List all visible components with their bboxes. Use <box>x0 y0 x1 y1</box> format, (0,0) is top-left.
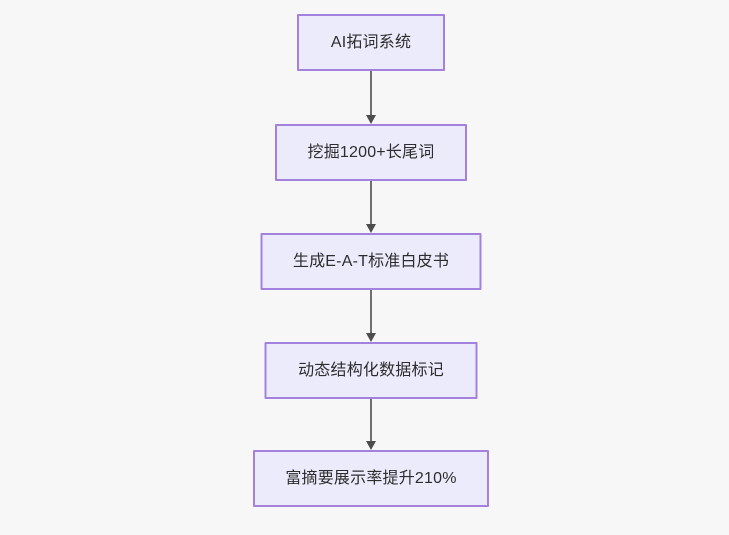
flow-edge <box>365 290 377 342</box>
flow-edge-line <box>370 399 372 442</box>
arrowhead-down-icon <box>366 441 376 450</box>
flow-edge-line <box>370 71 372 116</box>
flow-node-label: 挖掘1200+长尾词 <box>307 143 435 161</box>
arrowhead-down-icon <box>366 115 376 124</box>
flow-node-4[interactable]: 动态结构化数据标记 <box>264 342 478 399</box>
flow-node-label: 富摘要展示率提升210% <box>285 469 457 487</box>
flow-edge-line <box>370 181 372 225</box>
flow-node-5[interactable]: 富摘要展示率提升210% <box>253 450 489 507</box>
flow-node-2[interactable]: 挖掘1200+长尾词 <box>275 124 467 181</box>
flow-node-label: AI拓词系统 <box>330 33 412 51</box>
flow-edge <box>365 181 377 233</box>
arrowhead-down-icon <box>366 333 376 342</box>
flow-edge-line <box>370 290 372 334</box>
flow-node-label: 动态结构化数据标记 <box>298 361 444 379</box>
flow-node-label: 生成E-A-T标准白皮书 <box>292 252 450 270</box>
flow-node-3[interactable]: 生成E-A-T标准白皮书 <box>260 233 482 290</box>
arrowhead-down-icon <box>366 224 376 233</box>
flow-edge <box>365 71 377 124</box>
flow-node-1[interactable]: AI拓词系统 <box>297 14 445 71</box>
flow-edge <box>365 399 377 450</box>
